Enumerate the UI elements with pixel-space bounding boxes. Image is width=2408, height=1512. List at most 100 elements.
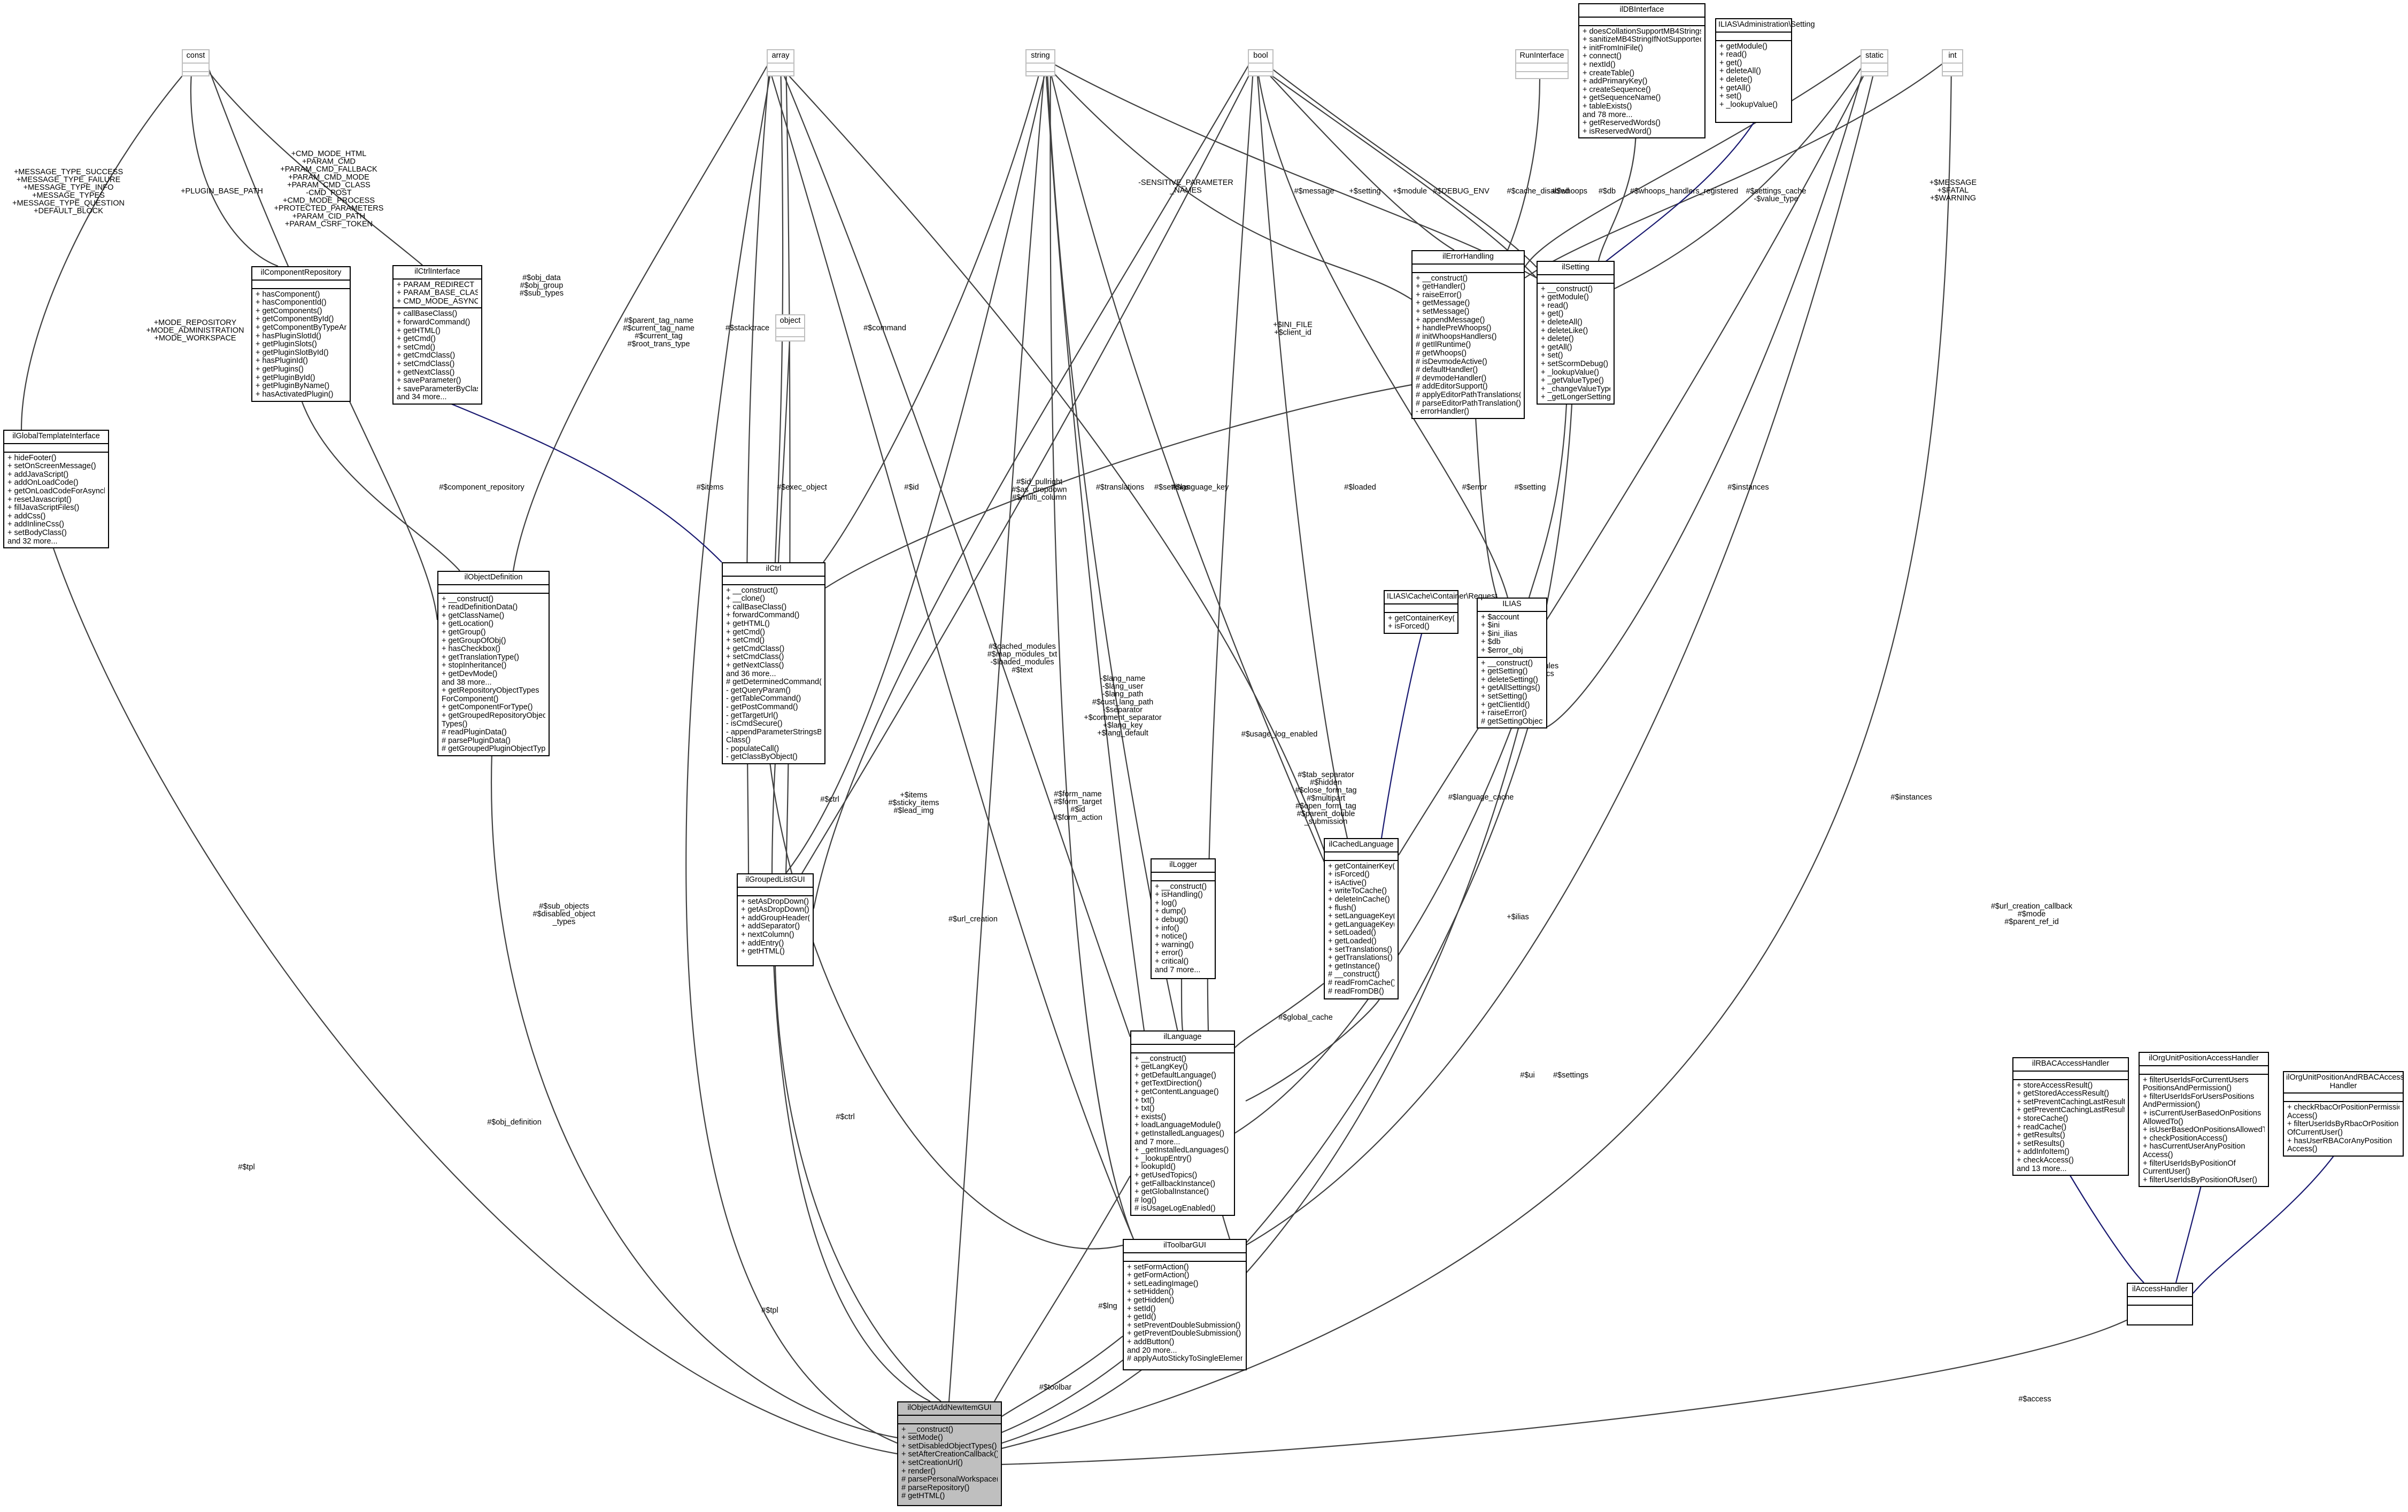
class-title: ilSetting (1538, 262, 1614, 275)
edge-53 (1001, 1336, 1123, 1417)
operation-line: + stopInheritance() (442, 662, 507, 670)
edge-label: #$exec_object (777, 483, 827, 492)
edge-34 (1044, 60, 1145, 1031)
operation-line: - populateCall() (726, 745, 779, 753)
operation-line: AndPermission() (2143, 1101, 2201, 1110)
edge-label-line: -$lang_path (1102, 690, 1144, 699)
operation-line: + _getLongerSettings() (1541, 393, 1610, 402)
class-node-illanguage[interactable]: ilLanguage+ __construct()+ getLangKey()+… (1130, 1030, 1235, 1216)
operation-line: + writeToCache() (1328, 887, 1387, 896)
class-node-int[interactable]: int (1942, 49, 1963, 76)
operation-line: # isDevmodeActive() (1416, 358, 1487, 366)
edge-45 (1180, 979, 1184, 1031)
edge-label: #$global_cache (1278, 1013, 1333, 1022)
class-node-array[interactable]: array (767, 49, 794, 76)
operation-line: + fillJavaScriptFiles() (7, 504, 80, 513)
class-node-ilglobaltemplateinterface[interactable]: ilGlobalTemplateInterface+ hideFooter()+… (3, 430, 109, 549)
edge-label-line: #$sub_objects (539, 902, 589, 911)
class-node-ilsetting[interactable]: ilSetting+ __construct()+ getModule()+ r… (1537, 261, 1615, 405)
class-node-runinterface[interactable]: RunInterface (1515, 49, 1569, 79)
operation-line: + hasPluginId() (256, 357, 308, 366)
class-node-ilaccesshandler[interactable]: ilAccessHandler (2127, 1283, 2193, 1325)
edge-49 (771, 762, 931, 1402)
operation-line: + getAsDropDown() (741, 906, 809, 914)
class-title: const (183, 50, 209, 64)
edge-label-line: +$INI_FILE (1273, 321, 1313, 329)
class-node-iltoolbargui[interactable]: ilToolbarGUI+ setFormAction()+ getFormAc… (1123, 1239, 1247, 1370)
class-attributes (1538, 275, 1614, 284)
edge-label: #$instances (1727, 483, 1769, 492)
operation-line: + setResults() (2017, 1139, 2065, 1148)
operation-line: Access() (2287, 1112, 2318, 1120)
class-node-ilcomponentrepository[interactable]: ilComponentRepository+ hasComponent()+ h… (251, 266, 351, 402)
class-attributes (1516, 64, 1568, 72)
operation-line: + error() (1155, 949, 1183, 958)
class-operations (776, 337, 804, 340)
operation-line: + __construct() (726, 586, 778, 595)
operation-line: + getGroupOfObj() (442, 637, 506, 645)
class-node-string[interactable]: string (1025, 49, 1055, 76)
edge-label-line: #$multi_column (1012, 493, 1067, 502)
class-node-const[interactable]: const (182, 49, 210, 76)
class-node-ilias[interactable]: ILIAS+ $account+ $ini+ $ini_ilias+ $db+ … (1477, 598, 1547, 729)
operation-line: + setCreationUrl() (901, 1459, 963, 1467)
edge-label-line: #$tpl (238, 1163, 254, 1172)
operation-line: + getOnLoadCodeForAsynch() (7, 487, 105, 495)
class-title: ilObjectAddNewItemGUI (898, 1402, 1001, 1416)
edge-label: #$obj_definition (487, 1118, 542, 1127)
operation-line: + isCurrentUserBasedOnPositions (2143, 1109, 2262, 1118)
operation-line: + getId() (1127, 1313, 1156, 1322)
class-node-ilobjectdefinition[interactable]: ilObjectDefinition+ __construct()+ readD… (437, 571, 550, 756)
class-attributes (1027, 64, 1054, 72)
edge-label: #$error (1462, 483, 1487, 492)
edge-label-line: #$hidden (1310, 779, 1342, 787)
class-attributes (1413, 265, 1524, 273)
class-node-ilcachedlanguage[interactable]: ilCachedLanguage+ getContainerKey()+ isF… (1324, 838, 1399, 999)
class-node-static[interactable]: static (1861, 49, 1888, 76)
operation-line: # getIlRuntime() (1416, 341, 1471, 350)
operation-line: + getComponents() (256, 307, 322, 315)
operation-line: # readFromCache() (1328, 979, 1394, 987)
operation-line: # defaultHandler() (1416, 366, 1478, 375)
edge-label-line: +PARAM_CMD_CLASS (287, 181, 371, 189)
edge-3 (200, 60, 423, 266)
class-operations: + doesCollationSupportMB4Strings()+ sani… (1579, 26, 1704, 138)
class-node-ilctrlinterface[interactable]: ilCtrlInterface+ PARAM_REDIRECT+ PARAM_B… (392, 265, 482, 405)
operation-line: + getFallbackInstance() (1134, 1180, 1216, 1188)
edge-62 (1380, 631, 1423, 839)
class-node-ilorgunitpositionaccesshandler[interactable]: ilOrgUnitPositionAccessHandler+ filterUs… (2139, 1052, 2269, 1188)
class-title: ilLanguage (1131, 1032, 1234, 1045)
edge-label-line: #$tpl (761, 1306, 778, 1315)
edge-59 (2175, 1178, 2204, 1283)
class-node-ilrbacaccesshandler[interactable]: ilRBACAccessHandler+ storeAccessResult()… (2012, 1057, 2129, 1176)
operation-line: + __construct() (1541, 285, 1593, 293)
class-node-adminsetting[interactable]: ILIAS\Administration\Setting+ getModule(… (1715, 18, 1815, 123)
edge-label-line: +$ilias (1507, 913, 1529, 921)
edge-label-line: +PROTECTED_PARAMETERS (274, 204, 384, 213)
edge-label-line: #$current_tag (635, 332, 682, 340)
operation-line: + getComponentById() (256, 315, 334, 324)
edge-label: +PLUGIN_BASE_PATH (181, 187, 263, 196)
operation-line: + setScormDebug() (1541, 360, 1609, 368)
class-node-ilerrorhandling[interactable]: ilErrorHandling+ __construct()+ getHandl… (1411, 250, 1525, 419)
class-node-illogger[interactable]: ilLogger+ __construct()+ isHandling()+ l… (1151, 858, 1216, 979)
edge-label-line: #$lead_img (894, 807, 934, 815)
class-node-object[interactable]: object (775, 314, 805, 342)
edge-label: #$url_creation_callback#$mode#$parent_re… (1991, 902, 2073, 926)
class-node-ilctrl[interactable]: ilCtrl+ __construct()+ __clone()+ callBa… (722, 562, 825, 765)
operation-line: # initWhoopsHandlers() (1416, 332, 1497, 341)
class-node-bool[interactable]: bool (1248, 49, 1274, 76)
operation-line: + loadLanguageModule() (1134, 1121, 1221, 1130)
operation-line: + getComponentForType() (442, 703, 533, 712)
operation-line: + setMessage() (1416, 307, 1470, 316)
class-node-ilorgunitpositionandrbacaccesshandler[interactable]: ilOrgUnitPositionAndRBACAccess Handler+ … (2283, 1071, 2404, 1157)
class-node-cacherequest[interactable]: ILIAS\Cache\Container\Request+ getContai… (1384, 590, 1497, 634)
class-node-ilgroupedlistgui[interactable]: ilGroupedListGUI+ setAsDropDown()+ getAs… (737, 873, 814, 966)
edge-4 (205, 60, 438, 621)
class-node-ilobjectaddnewitemgui[interactable]: ilObjectAddNewItemGUI+ __construct()+ se… (897, 1401, 1002, 1506)
edge-label: #$cached_modules#$map_modules_txt-$loade… (987, 642, 1058, 674)
operation-line: + __construct() (1416, 274, 1468, 283)
class-node-ildbinterface[interactable]: ilDBInterface+ doesCollationSupportMB4St… (1578, 3, 1705, 139)
operation-line: + saveParameterByClass() (397, 385, 478, 393)
operation-line: + setId() (1127, 1305, 1156, 1313)
